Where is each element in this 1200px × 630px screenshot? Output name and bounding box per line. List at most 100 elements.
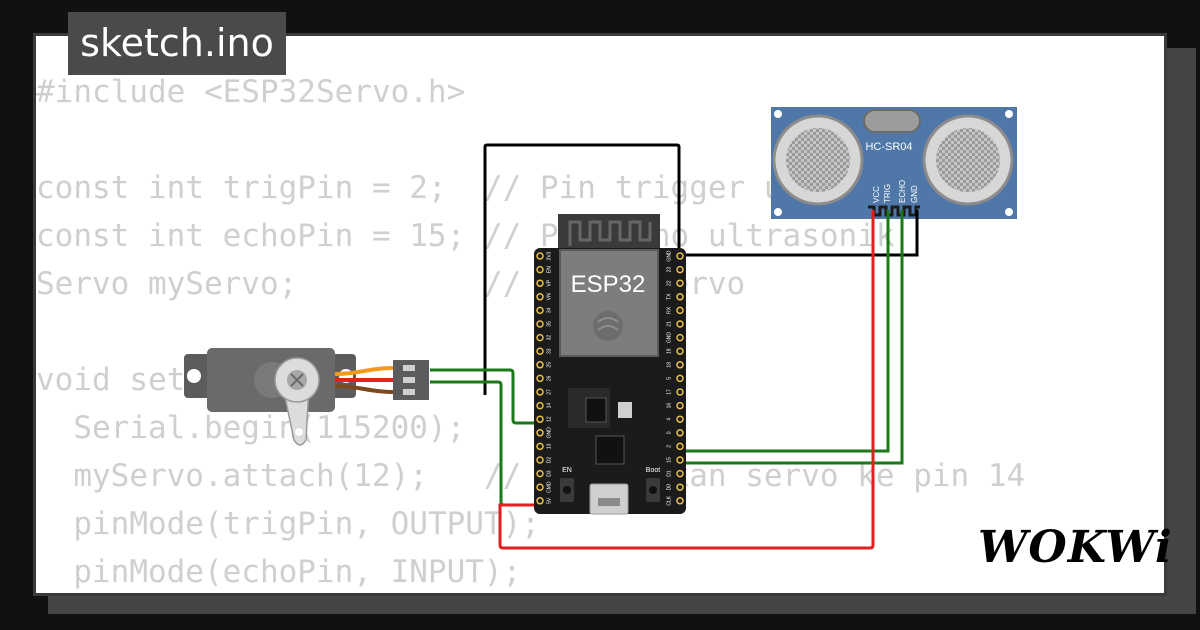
pin-pad[interactable]	[536, 456, 544, 464]
pin-pad[interactable]	[536, 279, 544, 287]
pin-pad[interactable]	[676, 456, 684, 464]
sensor-label: HC-SR04	[865, 141, 912, 153]
pin-pad[interactable]	[676, 306, 684, 315]
pin-pad[interactable]	[536, 401, 544, 410]
connector-pin	[403, 365, 415, 371]
sensor-pin-header	[868, 205, 920, 217]
connector-pin	[403, 389, 415, 395]
transducer-mesh-icon	[786, 128, 850, 192]
pin-pad[interactable]	[676, 374, 684, 383]
pin-pad[interactable]	[536, 265, 544, 274]
pin-label: 13	[546, 443, 552, 449]
pin-label: 35	[546, 321, 552, 327]
pin-label: 34	[546, 307, 552, 313]
button-cap	[649, 486, 657, 494]
usb-opening	[598, 498, 620, 506]
pin-pad[interactable]	[536, 469, 544, 478]
pin-label: 12	[546, 416, 552, 422]
code-line: pinMode(echoPin, INPUT);	[36, 554, 522, 590]
pin-pad[interactable]	[676, 429, 684, 437]
pin-pad[interactable]	[536, 293, 544, 301]
pin-pad[interactable]	[536, 333, 544, 342]
sensor-pin-label: GND	[910, 185, 919, 203]
pin-pad[interactable]	[536, 320, 544, 328]
sensor-pin-label: ECHO	[898, 180, 907, 203]
pin-label: EN	[546, 266, 552, 273]
wire-vcc-red	[498, 210, 875, 550]
pin-label: 16	[666, 403, 672, 409]
code-line: #include <ESP32Servo.h>	[36, 74, 466, 110]
voltage-regulator	[585, 397, 607, 423]
pin-label: 14	[546, 403, 552, 409]
pin-pad[interactable]	[676, 252, 684, 260]
pin-pad[interactable]	[676, 401, 684, 410]
pin-label: TX	[666, 293, 672, 300]
sensor-pin-label: VCC	[872, 186, 881, 203]
connector-pin	[403, 377, 415, 383]
wire-servo-signal	[430, 368, 540, 425]
wire-gnd-black	[483, 143, 919, 395]
pin-pad[interactable]	[536, 497, 544, 505]
pin-pad[interactable]	[676, 347, 684, 355]
pin-label: GND	[546, 427, 552, 439]
hc-sr04-sensor[interactable]: HC-SR04 VCC TRIG ECHO GND	[771, 107, 1017, 219]
pin-pad[interactable]	[536, 442, 544, 451]
pin-pad[interactable]	[536, 361, 544, 369]
pin-pad[interactable]	[676, 279, 684, 287]
pin-pad[interactable]	[676, 483, 684, 491]
pin-label: VP	[546, 279, 552, 286]
mount-hole	[187, 369, 201, 383]
code-line: Serial.begin(115200);	[36, 410, 466, 446]
pin-pad[interactable]	[676, 293, 684, 301]
pin-pad[interactable]	[676, 469, 684, 478]
pin-label: 0	[666, 431, 672, 434]
mount-hole	[1005, 110, 1013, 118]
pin-label: VN	[546, 293, 552, 300]
pin-pad[interactable]	[536, 347, 544, 355]
pin-pad[interactable]	[536, 483, 544, 491]
pin-label: 15	[666, 457, 672, 463]
pin-label: D1	[666, 470, 672, 477]
pin-pad[interactable]	[536, 429, 544, 437]
pin-label: 33	[546, 348, 552, 354]
pin-pad[interactable]	[676, 497, 684, 505]
mount-hole	[1005, 208, 1013, 216]
pin-label: 5V	[546, 497, 552, 504]
button-cap	[563, 486, 571, 494]
pin-label: 22	[666, 280, 672, 286]
pin-pad[interactable]	[676, 265, 684, 274]
pin-label: GND	[666, 332, 672, 344]
pin-pad[interactable]	[536, 388, 544, 396]
pin-pad[interactable]	[536, 415, 544, 423]
wire-trig	[680, 210, 890, 453]
pin-pad[interactable]	[676, 333, 684, 342]
wire-servo-power	[430, 380, 540, 507]
pin-label: GND	[666, 250, 672, 262]
antenna-trace-icon	[568, 220, 652, 246]
pin-pad[interactable]	[536, 374, 544, 383]
screw-cross-icon	[290, 373, 304, 387]
pin-pad[interactable]	[536, 306, 544, 315]
file-title-tab[interactable]: sketch.ino	[68, 12, 286, 75]
esp32-board[interactable]: ESP32 EN Boot 3V3ENVPVN34353233252627141…	[534, 214, 686, 515]
boot-button-label: Boot	[646, 467, 660, 474]
pin-label: CMD	[546, 481, 552, 493]
mount-hole	[774, 208, 782, 216]
logo-swirl	[597, 317, 619, 331]
pin-label: D3	[546, 470, 552, 477]
pin-pad[interactable]	[676, 361, 684, 369]
transducer-mesh-icon	[936, 128, 1000, 192]
pin-pad[interactable]	[676, 320, 684, 328]
pin-label: 25	[546, 362, 552, 368]
servo-motor[interactable]	[184, 348, 429, 446]
pin-pad[interactable]	[676, 388, 684, 396]
pin-pad[interactable]	[676, 415, 684, 423]
sensor-pin-label: TRIG	[883, 184, 892, 203]
wire-echo	[680, 210, 904, 465]
pin-pad[interactable]	[676, 442, 684, 451]
code-line: pinMode(trigPin, OUTPUT);	[36, 506, 540, 542]
pin-label: 18	[666, 362, 672, 368]
pin-pad[interactable]	[536, 252, 544, 260]
